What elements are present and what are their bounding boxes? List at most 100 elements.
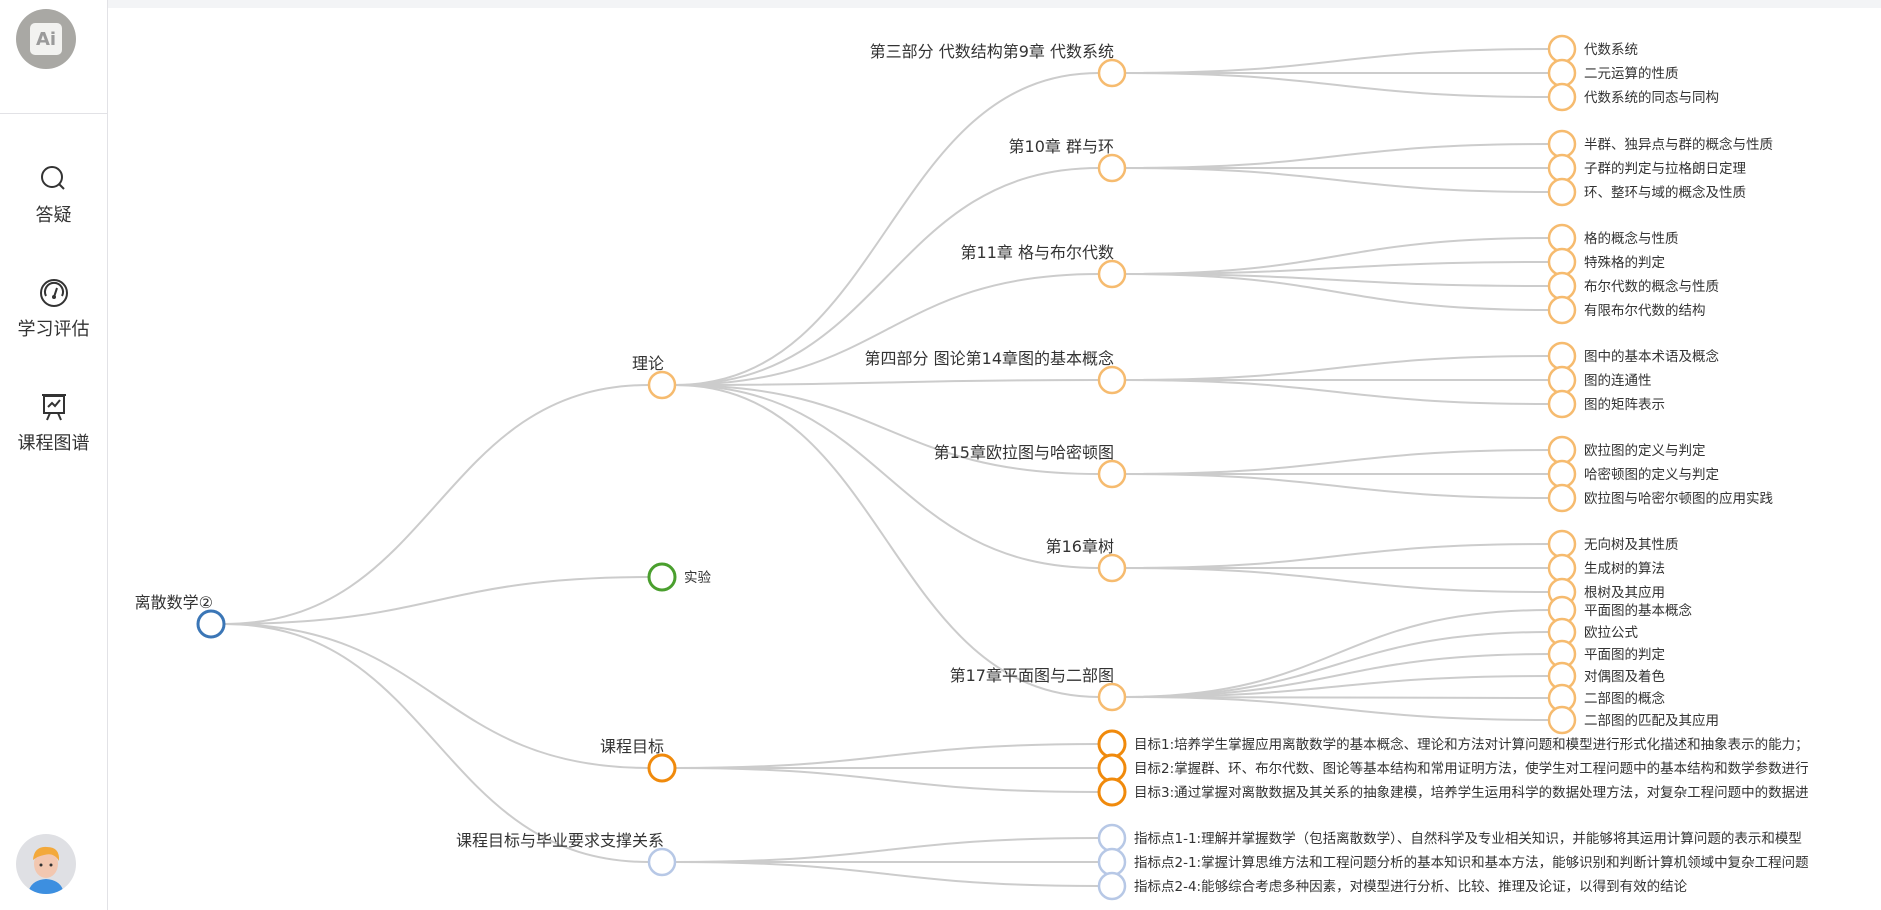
- node-label[interactable]: 二元运算的性质: [1584, 66, 1679, 82]
- node-circle[interactable]: [1097, 365, 1127, 395]
- node-circle[interactable]: [1097, 729, 1127, 759]
- graph-node[interactable]: 图的矩阵表示: [1547, 389, 1665, 419]
- node-label[interactable]: 对偶图及着色: [1584, 668, 1665, 685]
- node-circle[interactable]: [1547, 82, 1577, 112]
- sidebar-item-assessment[interactable]: 学习评估: [0, 277, 107, 341]
- node-circle[interactable]: [1097, 753, 1127, 783]
- node-label[interactable]: 指标点1-1:理解并掌握数学（包括离散数学）、自然科学及专业相关知识，并能够将其…: [1134, 830, 1802, 847]
- graph-node[interactable]: 实验: [647, 562, 712, 592]
- node-circle[interactable]: [1547, 295, 1577, 325]
- node-label[interactable]: 第四部分 图论第14章图的基本概念: [865, 349, 1114, 368]
- graph-node[interactable]: 哈密顿图的定义与判定: [1547, 459, 1719, 489]
- graph-node[interactable]: 布尔代数的概念与性质: [1547, 271, 1719, 301]
- graph-node[interactable]: 生成树的算法: [1547, 553, 1665, 583]
- graph-node[interactable]: 课程目标: [600, 737, 677, 783]
- node-label[interactable]: 欧拉图的定义与判定: [1584, 443, 1706, 459]
- node-circle[interactable]: [1547, 177, 1577, 207]
- node-label[interactable]: 哈密顿图的定义与判定: [1584, 466, 1719, 483]
- graph-node[interactable]: 图中的基本术语及概念: [1547, 341, 1719, 371]
- node-label[interactable]: 第三部分 代数结构第9章 代数系统: [870, 42, 1114, 61]
- node-circle[interactable]: [1547, 389, 1577, 419]
- node-circle[interactable]: [1547, 341, 1577, 371]
- node-circle[interactable]: [1547, 223, 1577, 253]
- node-label[interactable]: 平面图的基本概念: [1584, 602, 1692, 619]
- node-circle[interactable]: [1547, 247, 1577, 277]
- node-circle[interactable]: [1097, 553, 1127, 583]
- node-circle[interactable]: [1097, 823, 1127, 853]
- node-label[interactable]: 实验: [684, 570, 712, 586]
- graph-node[interactable]: 第16章树: [1046, 537, 1127, 583]
- graph-node[interactable]: 半群、独异点与群的概念与性质: [1547, 129, 1773, 159]
- graph-node[interactable]: 离散数学②: [135, 593, 226, 639]
- node-circle[interactable]: [1547, 271, 1577, 301]
- node-label[interactable]: 二部图的匹配及其应用: [1584, 712, 1719, 729]
- node-circle[interactable]: [1097, 459, 1127, 489]
- node-label[interactable]: 目标1:培养学生掌握应用离散数学的基本概念、理论和方法对计算问题和模型进行形式化…: [1134, 736, 1809, 753]
- graph-node[interactable]: 欧拉图与哈密尔顿图的应用实践: [1547, 483, 1773, 513]
- node-label[interactable]: 指标点2-1:掌握计算思维方法和工程问题分析的基本知识和基本方法，能够识别和判断…: [1134, 854, 1809, 871]
- sidebar-item-qa[interactable]: 答疑: [0, 163, 107, 227]
- node-circle[interactable]: [1547, 153, 1577, 183]
- graph-node[interactable]: 理论: [632, 354, 677, 400]
- graph-node[interactable]: 目标3:通过掌握对离散数据及其关系的抽象建模，培养学生运用科学的数据处理方法，对…: [1097, 777, 1809, 807]
- node-circle[interactable]: [1547, 705, 1577, 735]
- node-circle[interactable]: [1097, 682, 1127, 712]
- graph-node[interactable]: 格的概念与性质: [1547, 223, 1679, 253]
- node-label[interactable]: 理论: [632, 354, 664, 373]
- graph-node[interactable]: 第15章欧拉图与哈密顿图: [934, 443, 1127, 489]
- node-label[interactable]: 特殊格的判定: [1584, 255, 1665, 271]
- node-label[interactable]: 二部图的概念: [1584, 690, 1665, 707]
- node-circle[interactable]: [1547, 435, 1577, 465]
- graph-node[interactable]: 特殊格的判定: [1547, 247, 1665, 277]
- graph-node[interactable]: 平面图的判定: [1547, 639, 1665, 669]
- node-label[interactable]: 无向树及其性质: [1584, 537, 1679, 553]
- node-label[interactable]: 图的矩阵表示: [1584, 397, 1665, 413]
- node-label[interactable]: 根树及其应用: [1584, 584, 1665, 601]
- node-label[interactable]: 图的连通性: [1584, 373, 1652, 389]
- graph-node[interactable]: 第11章 格与布尔代数: [961, 243, 1127, 289]
- node-label[interactable]: 代数系统的同态与同构: [1584, 90, 1719, 106]
- node-circle[interactable]: [1547, 129, 1577, 159]
- graph-node[interactable]: 有限布尔代数的结构: [1547, 295, 1706, 325]
- node-label[interactable]: 环、整环与域的概念及性质: [1584, 184, 1746, 201]
- node-circle[interactable]: [647, 370, 677, 400]
- graph-node[interactable]: 代数系统: [1547, 34, 1638, 64]
- node-circle[interactable]: [1547, 58, 1577, 88]
- node-label[interactable]: 离散数学②: [135, 593, 213, 612]
- node-label[interactable]: 代数系统: [1584, 42, 1638, 58]
- node-label[interactable]: 第15章欧拉图与哈密顿图: [934, 443, 1114, 462]
- ai-logo[interactable]: Ai: [16, 9, 76, 69]
- graph-node[interactable]: 图的连通性: [1547, 365, 1652, 395]
- node-label[interactable]: 有限布尔代数的结构: [1584, 303, 1706, 319]
- node-label[interactable]: 生成树的算法: [1584, 561, 1665, 577]
- node-label[interactable]: 第17章平面图与二部图: [950, 666, 1114, 685]
- graph-node[interactable]: 对偶图及着色: [1547, 661, 1665, 691]
- graph-node[interactable]: 子群的判定与拉格朗日定理: [1547, 153, 1746, 183]
- graph-node[interactable]: 二元运算的性质: [1547, 58, 1679, 88]
- graph-node[interactable]: 目标1:培养学生掌握应用离散数学的基本概念、理论和方法对计算问题和模型进行形式化…: [1097, 729, 1809, 759]
- node-label[interactable]: 第10章 群与环: [1009, 137, 1114, 156]
- node-label[interactable]: 欧拉图与哈密尔顿图的应用实践: [1584, 490, 1773, 507]
- node-label[interactable]: 图中的基本术语及概念: [1584, 348, 1719, 365]
- graph-node[interactable]: 无向树及其性质: [1547, 529, 1679, 559]
- graph-node[interactable]: 第四部分 图论第14章图的基本概念: [865, 349, 1127, 395]
- graph-node[interactable]: 代数系统的同态与同构: [1547, 82, 1719, 112]
- node-label[interactable]: 布尔代数的概念与性质: [1584, 278, 1719, 295]
- graph-node[interactable]: 二部图的匹配及其应用: [1547, 705, 1719, 735]
- graph-node[interactable]: 指标点2-1:掌握计算思维方法和工程问题分析的基本知识和基本方法，能够识别和判断…: [1097, 847, 1809, 877]
- graph-node[interactable]: 指标点2-4:能够综合考虑多种因素，对模型进行分析、比较、推理及论证，以得到有效…: [1097, 871, 1688, 901]
- node-circle[interactable]: [647, 562, 677, 592]
- graph-node[interactable]: 环、整环与域的概念及性质: [1547, 177, 1746, 207]
- node-label[interactable]: 第11章 格与布尔代数: [961, 243, 1114, 262]
- sidebar-item-course-map[interactable]: 课程图谱: [0, 391, 107, 455]
- node-label[interactable]: 目标2:掌握群、环、布尔代数、图论等基本结构和常用证明方法，使学生对工程问题中的…: [1134, 760, 1809, 777]
- node-circle[interactable]: [1097, 871, 1127, 901]
- node-circle[interactable]: [1547, 365, 1577, 395]
- node-label[interactable]: 平面图的判定: [1584, 647, 1665, 663]
- graph-node[interactable]: 第17章平面图与二部图: [950, 666, 1127, 712]
- graph-node[interactable]: 第10章 群与环: [1009, 137, 1127, 183]
- node-circle[interactable]: [1097, 847, 1127, 877]
- node-label[interactable]: 目标3:通过掌握对离散数据及其关系的抽象建模，培养学生运用科学的数据处理方法，对…: [1134, 784, 1809, 801]
- node-circle[interactable]: [1097, 777, 1127, 807]
